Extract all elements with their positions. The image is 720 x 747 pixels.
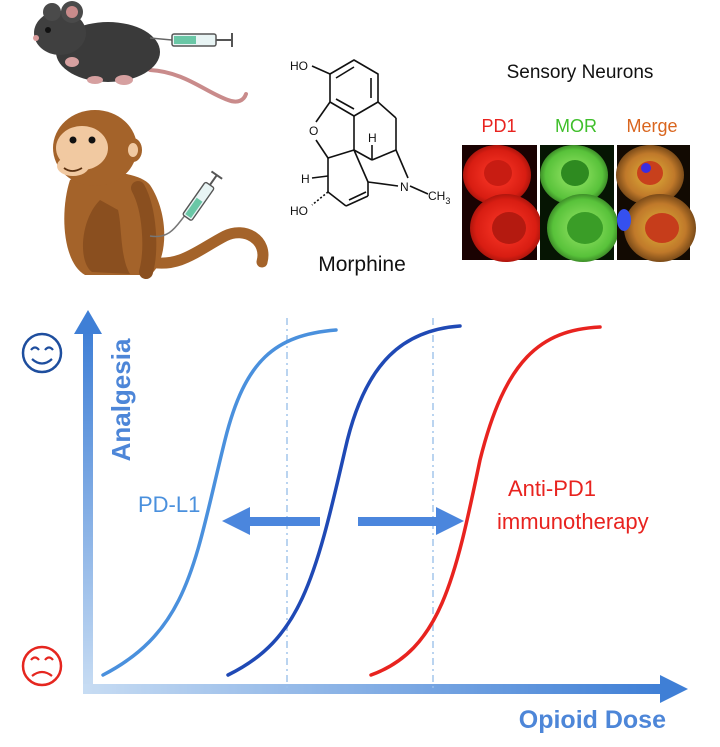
atom-ho-bottom: HO xyxy=(290,204,308,218)
mouse-icon xyxy=(33,1,248,104)
atom-h-right: H xyxy=(368,131,377,145)
curve-anti-pd1 xyxy=(369,325,602,677)
left-shift-arrow xyxy=(222,507,320,535)
atom-n: N xyxy=(400,180,409,194)
panel-label-merge: Merge xyxy=(626,116,677,136)
atom-ch3: CH3 xyxy=(428,189,450,206)
panel-label-pd1: PD1 xyxy=(481,116,516,136)
right-shift-arrow xyxy=(358,507,464,535)
happy-face-icon xyxy=(21,332,63,374)
micrograph-pd1 xyxy=(462,145,542,262)
micrograph-mor xyxy=(540,145,619,262)
x-axis-arrowhead xyxy=(660,675,688,703)
curve-label-anti-pd1-line2: immunotherapy xyxy=(497,509,649,534)
plot-axes xyxy=(74,310,688,703)
x-axis-label: Opioid Dose xyxy=(519,706,666,734)
micrograph-title: Sensory Neurons xyxy=(507,62,654,83)
atom-ho-top: HO xyxy=(290,59,308,73)
y-axis-arrowhead xyxy=(74,310,102,334)
curve-label-anti-pd1-line1: Anti-PD1 xyxy=(508,476,596,501)
y-axis-label: Analgesia xyxy=(106,338,136,461)
x-axis xyxy=(83,684,663,694)
y-axis xyxy=(83,330,93,690)
micrograph-merge xyxy=(616,145,696,262)
syringe-icon xyxy=(149,170,223,238)
morphine-structure xyxy=(311,59,429,207)
syringe-icon xyxy=(149,33,233,47)
curve-pd-l1 xyxy=(101,328,338,677)
atom-h-left: H xyxy=(301,172,310,186)
monkey-icon xyxy=(53,110,269,279)
panel-label-mor: MOR xyxy=(555,116,597,136)
atom-o-ring: O xyxy=(309,124,318,138)
sad-face-icon xyxy=(21,645,63,687)
curve-label-pd-l1: PD-L1 xyxy=(138,492,200,517)
curve-baseline xyxy=(226,324,462,677)
morphine-label: Morphine xyxy=(318,253,406,276)
morphine-atom-labels: HO O H H HO N CH3 xyxy=(290,59,450,218)
